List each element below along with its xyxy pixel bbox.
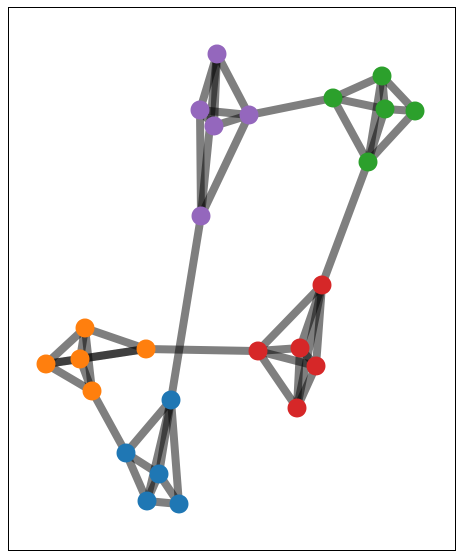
- graph-node-green: [375, 99, 395, 119]
- graph-node-orange: [136, 339, 156, 359]
- graph-node-purple: [190, 100, 210, 120]
- graph-edge: [196, 106, 205, 220]
- graph-edge: [81, 324, 150, 353]
- graph-node-purple: [204, 116, 224, 136]
- graph-edge: [364, 107, 419, 166]
- graph-node-orange: [82, 381, 102, 401]
- graph-node-green: [372, 66, 392, 86]
- graph-node-red: [312, 275, 332, 295]
- graph-node-blue: [137, 491, 157, 511]
- graph-node-red: [248, 341, 268, 361]
- graph-node-red: [306, 356, 326, 376]
- graph-node-orange: [70, 349, 90, 369]
- graph-edge: [88, 387, 130, 457]
- graph-edge: [318, 158, 372, 289]
- graph-edge: [254, 347, 301, 412]
- graph-node-red: [290, 338, 310, 358]
- graph-node-orange: [75, 318, 95, 338]
- graph-edge: [329, 94, 372, 166]
- graph-node-red: [287, 398, 307, 418]
- edges-layer: [42, 50, 419, 508]
- graph-edge: [197, 111, 253, 220]
- nodes-layer: [36, 44, 425, 514]
- graph-edge: [142, 345, 262, 355]
- graph-node-green: [358, 152, 378, 172]
- graph-edge: [167, 212, 205, 404]
- graph-node-blue: [116, 443, 136, 463]
- graph-edge: [213, 50, 253, 119]
- graph-node-green: [323, 88, 343, 108]
- graph-edge: [167, 396, 183, 508]
- graph-node-purple: [239, 105, 259, 125]
- graph-node-blue: [161, 390, 181, 410]
- graph-edge: [42, 345, 150, 368]
- graph-edge: [254, 281, 326, 355]
- graph-node-green: [405, 101, 425, 121]
- graph-edge: [245, 94, 337, 119]
- graph-edge: [293, 281, 326, 412]
- graph-edge: [122, 396, 175, 457]
- graph-node-purple: [207, 44, 227, 64]
- graph-node-orange: [36, 354, 56, 374]
- graph-node-purple: [191, 206, 211, 226]
- graph-node-blue: [149, 464, 169, 484]
- graph-node-blue: [169, 494, 189, 514]
